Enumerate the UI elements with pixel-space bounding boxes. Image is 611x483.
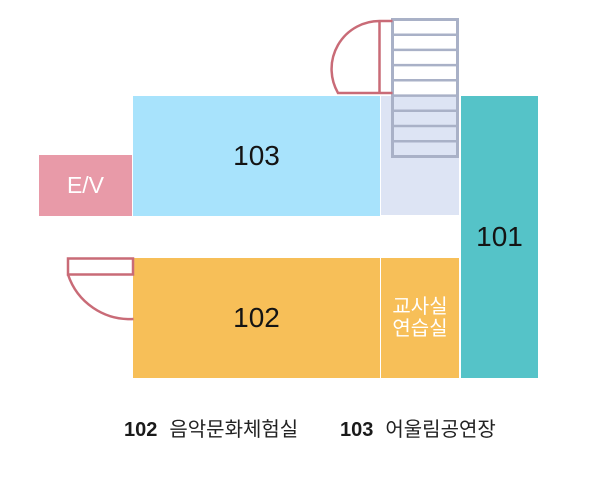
door-swing-icon <box>330 19 393 95</box>
legend-103-number: 103 <box>340 419 374 441</box>
door-swing-icon <box>66 257 135 321</box>
room-103: 103 <box>133 96 380 216</box>
hallway-area <box>381 96 459 215</box>
legend-entry-102: 102 음악문화체험실 <box>124 413 298 442</box>
room-elevator: E/V <box>39 155 132 216</box>
legend-102-name: 음악문화체험실 <box>169 419 299 441</box>
room-103-label: 103 <box>233 140 280 171</box>
legend-103-name: 어울림공연장 <box>385 419 496 441</box>
room-teacher-practice: 교사실 연습실 <box>381 258 459 378</box>
room-102-label: 102 <box>233 302 280 333</box>
legend-102-number: 102 <box>124 419 158 441</box>
legend-entry-103: 103 어울림공연장 <box>340 413 496 442</box>
room-102: 102 <box>133 258 380 378</box>
room-101-label: 101 <box>476 221 523 252</box>
room-elevator-label: E/V <box>66 172 105 198</box>
room-practice-label: 연습실 <box>392 318 448 340</box>
room-101: 101 <box>461 96 538 378</box>
room-teacher-label: 교사실 <box>392 296 448 318</box>
